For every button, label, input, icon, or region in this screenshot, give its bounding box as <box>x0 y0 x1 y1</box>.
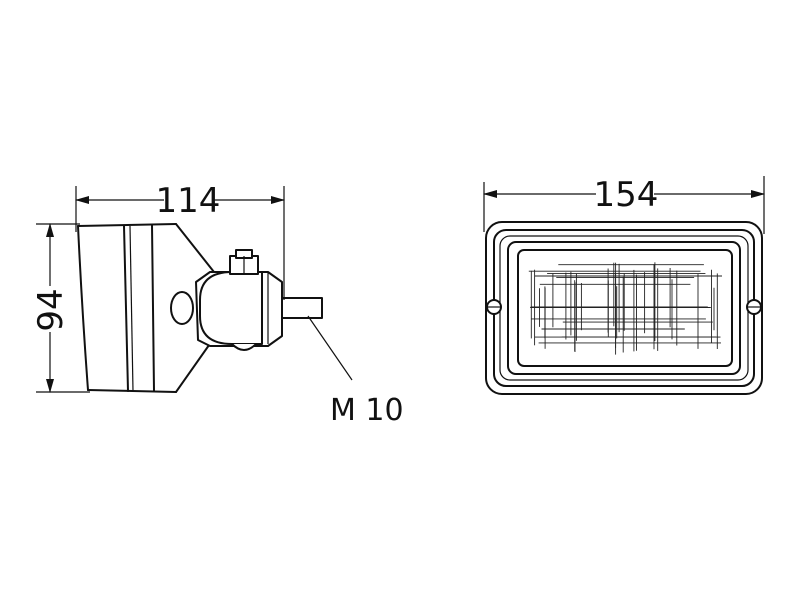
lens-pattern <box>528 262 722 355</box>
side-bezel-line-inner <box>129 225 134 392</box>
adjustment-knob <box>170 291 194 325</box>
screw-right-icon <box>746 299 762 315</box>
thread-callout: M 10 <box>330 393 404 428</box>
front-frame-ring-3 <box>507 241 741 375</box>
dimension-front-width: 154 <box>483 175 765 234</box>
dim-front-width-label: 154 <box>594 175 659 215</box>
bottom-cap <box>231 343 257 351</box>
dimension-side-width: 114 <box>75 181 285 300</box>
side-lens-front-edge <box>77 225 89 391</box>
thread-leader-line <box>307 315 353 381</box>
side-view: M 10 <box>77 223 404 428</box>
side-bezel-line <box>123 225 129 392</box>
dim-side-height-label: 94 <box>31 288 71 331</box>
dimension-side-height: 94 <box>31 223 90 393</box>
front-lens <box>517 249 733 367</box>
side-housing-top <box>77 223 177 227</box>
side-taper-top <box>175 223 215 273</box>
m10-stud <box>281 297 323 319</box>
front-outer-frame <box>485 221 763 395</box>
side-housing-seam <box>151 224 155 392</box>
bracket-hub <box>199 271 263 345</box>
side-taper-bottom <box>175 337 215 393</box>
screw-left-icon <box>486 299 502 315</box>
side-housing-bottom <box>87 389 177 393</box>
dim-side-width-label: 114 <box>156 181 221 221</box>
front-view <box>485 221 763 395</box>
